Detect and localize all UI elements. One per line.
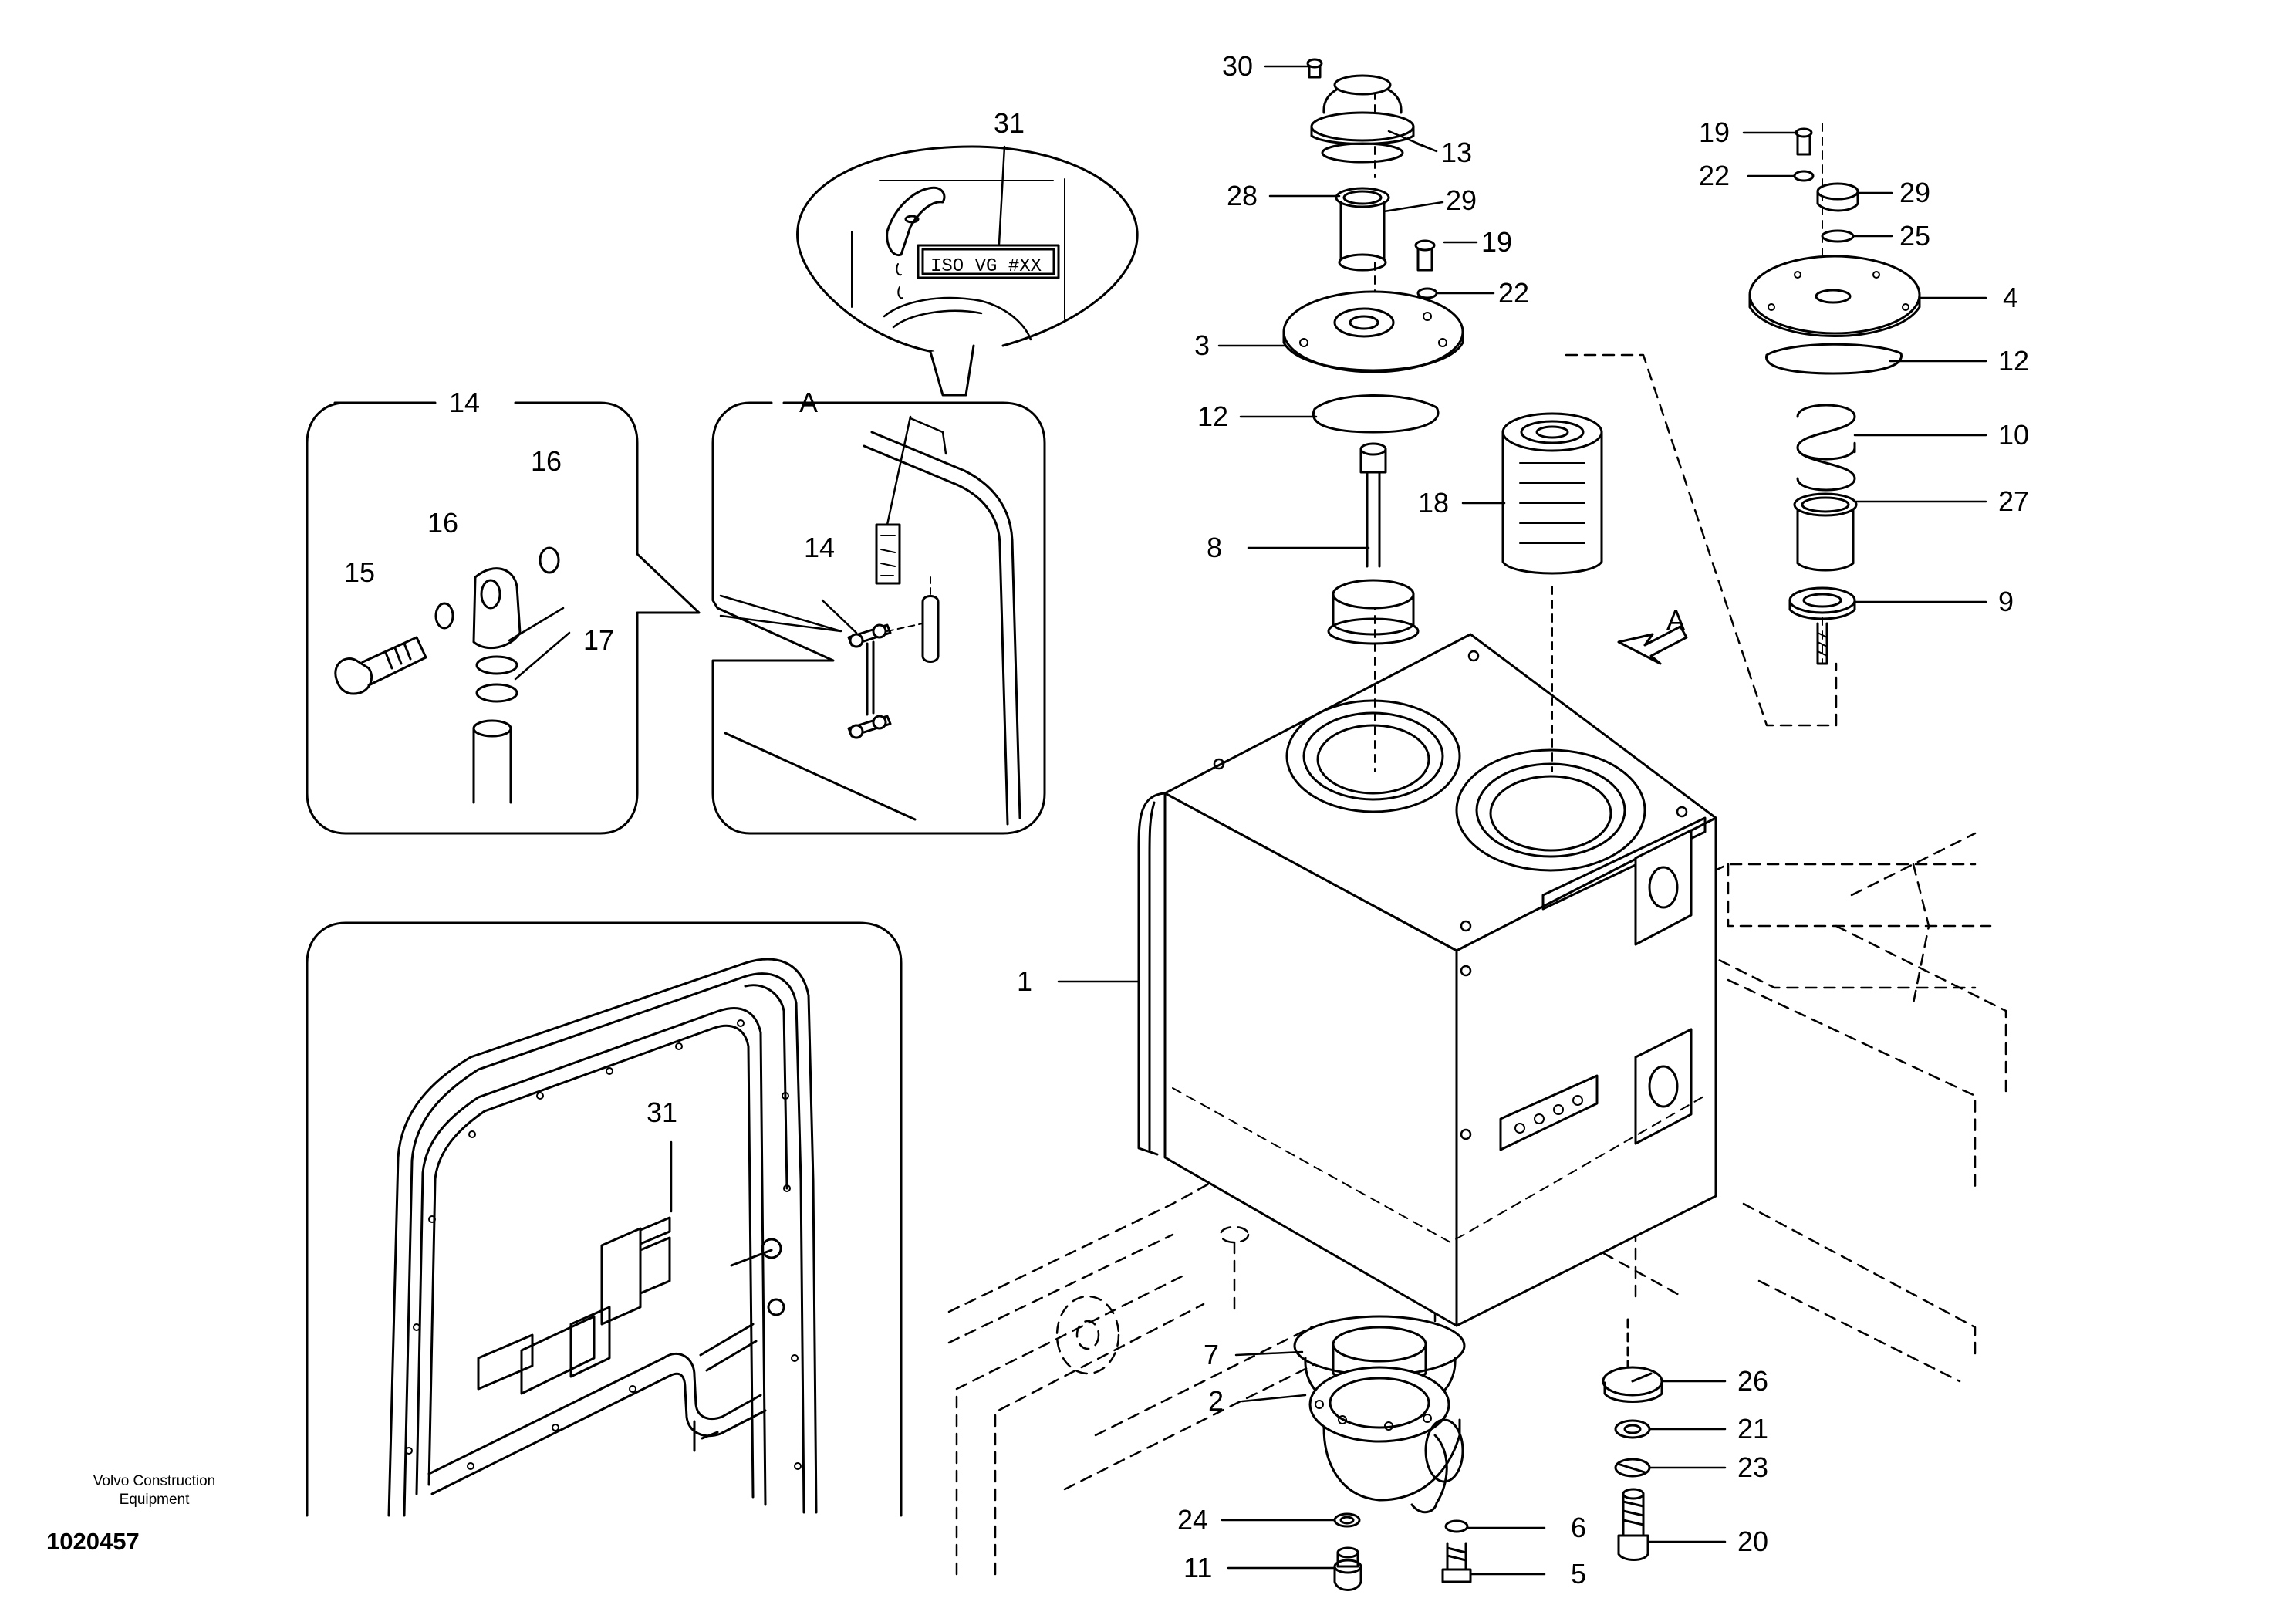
detail-a-panel bbox=[711, 401, 1046, 835]
callout-24: 24 bbox=[1177, 1504, 1208, 1536]
callout-26: 26 bbox=[1737, 1365, 1768, 1397]
view-a-title: A bbox=[799, 387, 818, 418]
view-a-arrow-label: A bbox=[1666, 604, 1685, 636]
callout-25: 25 bbox=[1899, 220, 1930, 252]
callout-4: 4 bbox=[2003, 282, 2018, 313]
detail-14-panel bbox=[306, 401, 701, 835]
callout-31-door: 31 bbox=[647, 1097, 677, 1128]
mount-foot-parts bbox=[1602, 1318, 1663, 1561]
callout-6: 6 bbox=[1571, 1512, 1586, 1543]
callout-28: 28 bbox=[1227, 180, 1258, 211]
callout-20: 20 bbox=[1737, 1526, 1768, 1557]
view-a-arrow bbox=[1617, 625, 1688, 665]
callout-19-left: 19 bbox=[1481, 226, 1512, 258]
tank-top-flange-right bbox=[1455, 748, 1646, 872]
leader-lines bbox=[1057, 65, 1987, 1576]
callout-13: 13 bbox=[1441, 137, 1472, 168]
callout-5: 5 bbox=[1571, 1558, 1586, 1590]
drawing-footer: Volvo Construction Equipment 1020457 bbox=[46, 1472, 262, 1556]
callout-12-left: 12 bbox=[1197, 400, 1228, 432]
callout-29-left: 29 bbox=[1446, 184, 1477, 216]
callout-16-right: 16 bbox=[531, 445, 562, 477]
callout-29-right: 29 bbox=[1899, 177, 1930, 208]
callout-22-left: 22 bbox=[1498, 277, 1529, 309]
callout-27: 27 bbox=[1998, 485, 2029, 517]
company-line-1: Volvo Construction bbox=[93, 1473, 216, 1489]
tank-top-flange-left bbox=[1285, 699, 1461, 813]
drain-plug-parts bbox=[1333, 1512, 1472, 1591]
callout-3: 3 bbox=[1194, 329, 1210, 361]
callout-1: 1 bbox=[1017, 965, 1032, 997]
callout-14-panel-title: 14 bbox=[449, 387, 480, 418]
decal-detail-balloon bbox=[796, 145, 1139, 397]
callout-12-right: 12 bbox=[1998, 345, 2029, 377]
hydraulic-tank bbox=[1137, 633, 1717, 1327]
drawing-number: 1020457 bbox=[46, 1528, 140, 1555]
callout-10: 10 bbox=[1998, 419, 2029, 451]
return-filter bbox=[1501, 353, 1838, 772]
callout-14-link: 14 bbox=[804, 532, 835, 563]
callout-9: 9 bbox=[1998, 586, 2014, 617]
callout-30: 30 bbox=[1222, 50, 1253, 82]
callout-7: 7 bbox=[1204, 1339, 1219, 1370]
callout-11: 11 bbox=[1183, 1552, 1212, 1583]
callout-22-right: 22 bbox=[1699, 160, 1730, 191]
callout-16-left: 16 bbox=[427, 507, 458, 539]
decal-text: ISO VG #XX bbox=[930, 256, 1042, 277]
company-line-2: Equipment bbox=[119, 1492, 190, 1508]
callout-31-top: 31 bbox=[994, 107, 1025, 139]
callout-17: 17 bbox=[583, 624, 614, 656]
callout-2: 2 bbox=[1208, 1385, 1224, 1417]
callout-18: 18 bbox=[1418, 487, 1449, 519]
callout-19-right: 19 bbox=[1699, 117, 1730, 148]
callout-8: 8 bbox=[1207, 532, 1222, 563]
breather-stack bbox=[1282, 58, 1464, 772]
filler-stack bbox=[1748, 123, 1921, 665]
door-detail-panel bbox=[306, 921, 903, 1517]
callout-15: 15 bbox=[344, 556, 375, 588]
callout-labels: 30 13 28 29 19 22 3 12 8 18 1 7 2 24 11 … bbox=[344, 50, 2029, 1590]
callout-21: 21 bbox=[1737, 1413, 1768, 1445]
callout-23: 23 bbox=[1737, 1451, 1768, 1483]
bottom-outlet-assembly bbox=[1293, 1315, 1466, 1514]
